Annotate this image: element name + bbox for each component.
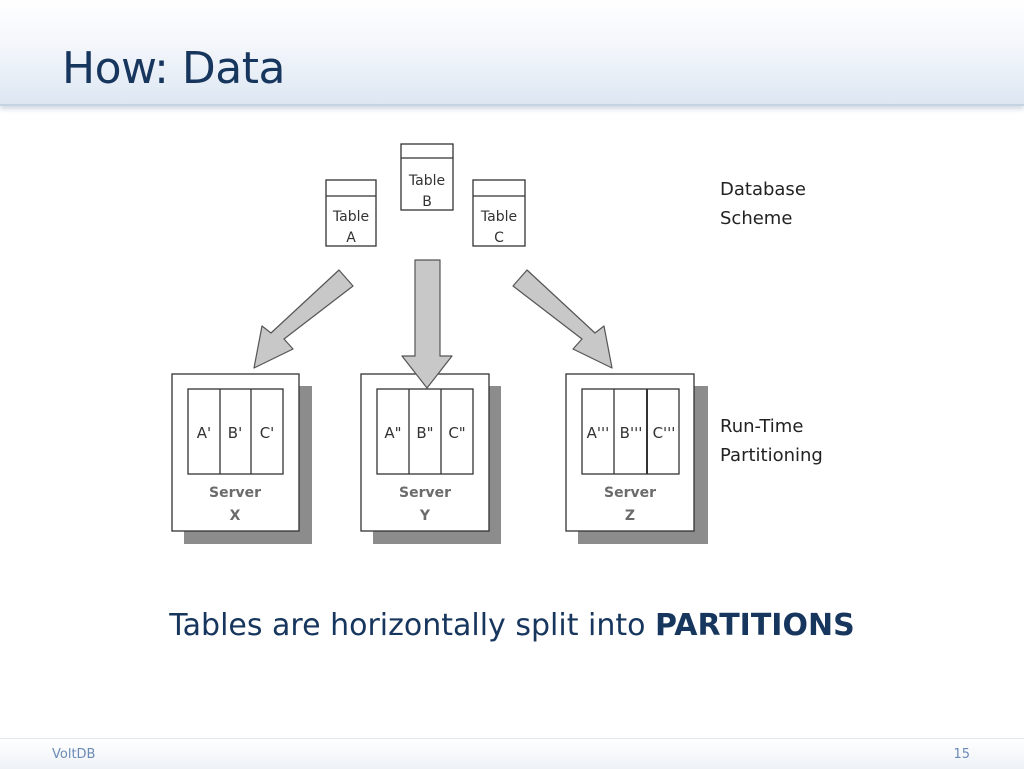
server-z-word: Server [604, 485, 656, 501]
partition-b-y: B" [416, 424, 433, 442]
server-x-name: X [230, 508, 241, 524]
partition-a-x: A' [197, 424, 211, 442]
arrow-to-server-z [512, 269, 613, 369]
title-bar: How: Data [0, 0, 1024, 106]
table-a-letter: A [346, 230, 356, 246]
slide-footer: VoltDB 15 [0, 738, 1024, 769]
database-scheme-label-line2: Scheme [720, 208, 792, 229]
partition-a-y: A" [384, 424, 401, 442]
slide-caption: Tables are horizontally split into PARTI… [0, 604, 1024, 648]
server-y-name: Y [419, 508, 431, 524]
server-y-word: Server [399, 485, 451, 501]
partition-c-z: C''' [653, 424, 676, 442]
server-x: A' B' C' Server X [171, 373, 312, 544]
table-b: Table B [400, 143, 454, 211]
server-z-name: Z [625, 508, 635, 524]
table-c: Table C [472, 179, 526, 247]
runtime-partitioning-label-line1: Run-Time [720, 416, 803, 437]
server-z: A''' B''' C''' Server Z [565, 373, 708, 544]
arrow-to-server-y [401, 259, 453, 389]
table-c-letter: C [494, 230, 504, 246]
database-scheme-label-line1: Database [720, 179, 806, 200]
caption-text: Tables are horizontally split into [169, 608, 655, 643]
server-x-word: Server [209, 485, 261, 501]
footer-brand: VoltDB [52, 747, 96, 762]
caption-emphasis: PARTITIONS [655, 608, 855, 643]
partition-b-x: B' [228, 424, 242, 442]
table-b-word: Table [408, 173, 445, 189]
table-c-word: Table [480, 209, 517, 225]
partition-b-z: B''' [620, 424, 643, 442]
page-number: 15 [953, 747, 970, 762]
table-a-word: Table [332, 209, 369, 225]
arrow-to-server-x [253, 269, 354, 369]
partition-a-z: A''' [587, 424, 610, 442]
runtime-partitioning-label-line2: Partitioning [720, 445, 823, 466]
partition-c-x: C' [260, 424, 275, 442]
table-a: Table A [325, 179, 377, 247]
slide-title: How: Data [62, 43, 285, 94]
partition-c-y: C" [448, 424, 465, 442]
table-b-letter: B [422, 194, 432, 210]
server-y: A" B" C" Server Y [360, 373, 501, 544]
